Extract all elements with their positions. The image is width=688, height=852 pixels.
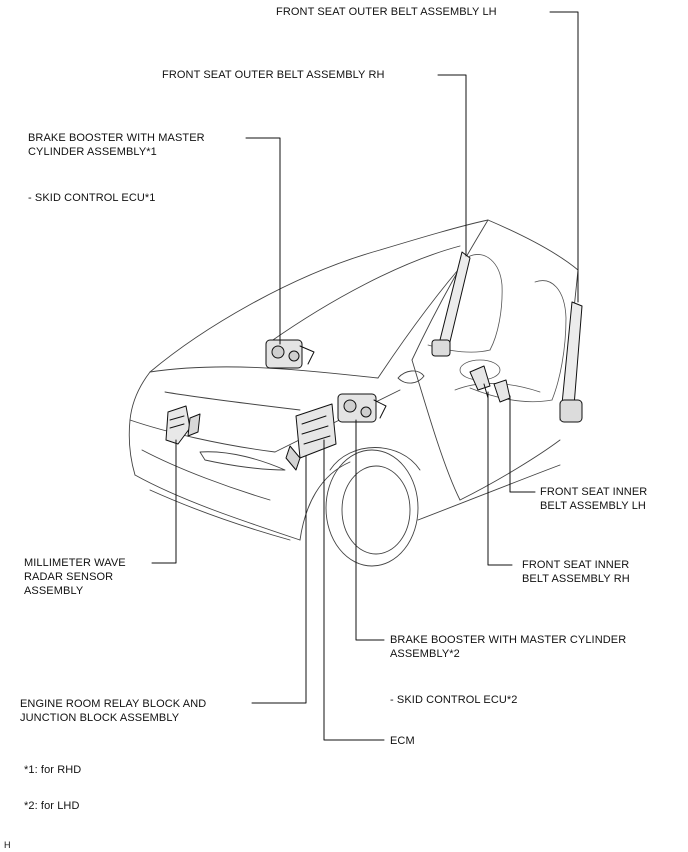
label-front-seat-inner-belt-lh: FRONT SEAT INNER BELT ASSEMBLY LH	[540, 486, 648, 512]
corner-mark: H	[4, 840, 11, 850]
label-ecm: ECM	[390, 735, 415, 747]
front-seat-inner-belt-rh-part	[469, 365, 491, 399]
note-lhd: *2: for LHD	[24, 800, 80, 812]
label-front-seat-outer-belt-rh: FRONT SEAT OUTER BELT ASSEMBLY RH	[162, 69, 385, 81]
leader-lines	[151, 11, 579, 741]
relay-block-part	[285, 403, 337, 471]
label-brake-booster-lhd: BRAKE BOOSTER WITH MASTER CYLINDER ASSEM…	[390, 634, 627, 660]
label-skid-control-ecu-lhd: - SKID CONTROL ECU*2	[390, 694, 518, 706]
label-millimeter-wave-radar: MILLIMETER WAVE RADAR SENSOR ASSEMBLY	[24, 557, 126, 597]
label-skid-control-ecu-rhd: - SKID CONTROL ECU*1	[28, 192, 156, 204]
components	[165, 251, 583, 471]
label-engine-room-relay-block: ENGINE ROOM RELAY BLOCK AND JUNCTION BLO…	[20, 698, 207, 724]
car-body-outline	[128, 219, 579, 567]
brake-booster-rhd-part	[265, 339, 315, 369]
seats-outline	[427, 254, 567, 403]
label-front-seat-inner-belt-rh: FRONT SEAT INNER BELT ASSEMBLY RH	[522, 559, 630, 585]
label-front-seat-outer-belt-lh: FRONT SEAT OUTER BELT ASSEMBLY LH	[276, 6, 497, 18]
millimeter-wave-radar-part	[165, 405, 201, 445]
note-rhd: *1: for RHD	[24, 764, 82, 776]
brake-booster-lhd-part	[337, 393, 387, 423]
front-seat-outer-belt-lh-part	[559, 301, 583, 423]
front-seat-outer-belt-rh-part	[431, 251, 471, 357]
label-brake-booster-rhd: BRAKE BOOSTER WITH MASTER CYLINDER ASSEM…	[28, 132, 205, 158]
front-seat-inner-belt-lh-part	[493, 379, 511, 403]
